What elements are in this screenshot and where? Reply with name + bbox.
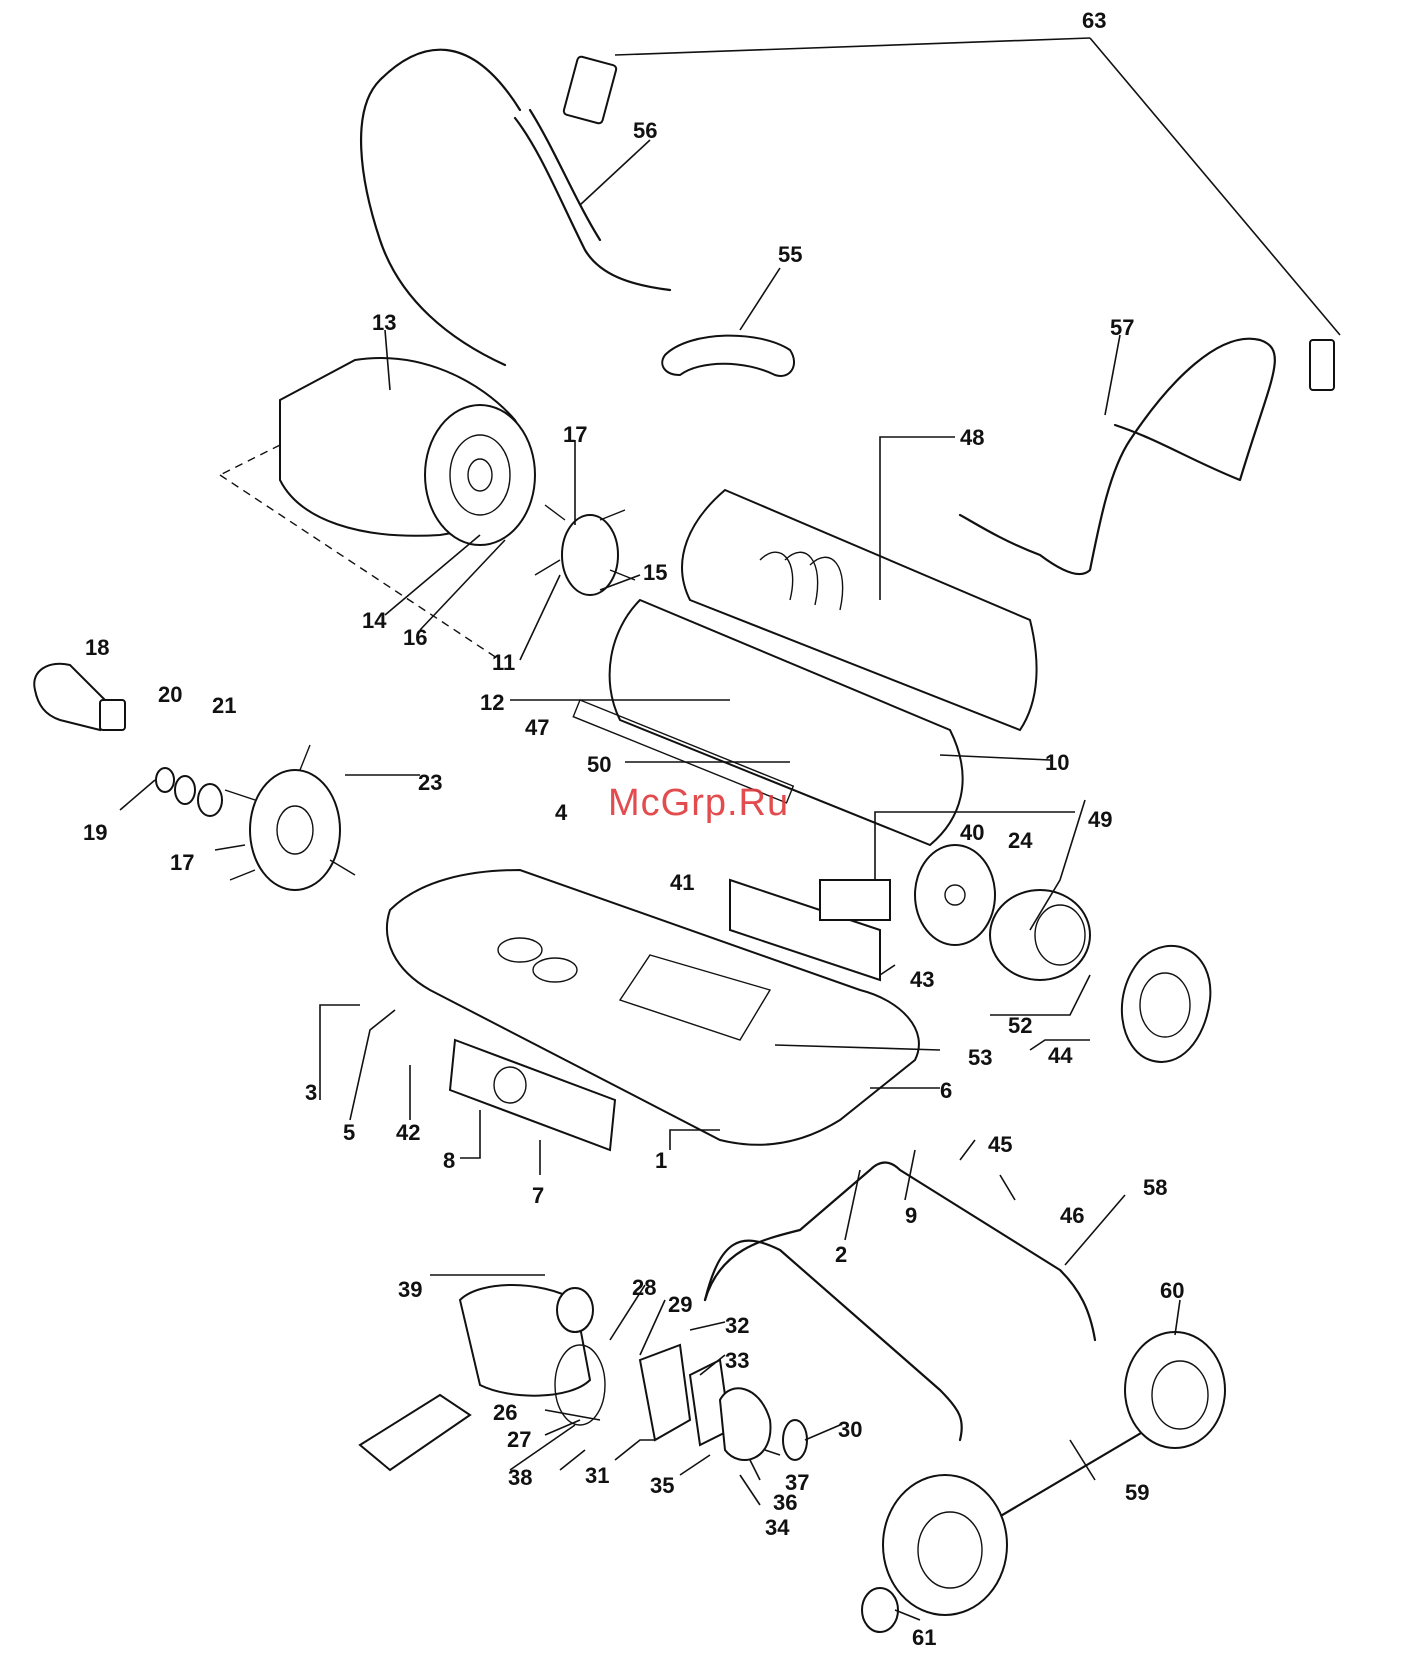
- callout-57: 57: [1110, 315, 1134, 340]
- callout-34: 34: [765, 1515, 790, 1540]
- fan-guard-44: [1122, 946, 1210, 1062]
- callout-6: 6: [940, 1078, 952, 1103]
- callout-2: 2: [835, 1242, 847, 1267]
- callout-16: 16: [403, 625, 427, 650]
- callout-5: 5: [343, 1120, 355, 1145]
- callout-14: 14: [362, 608, 387, 633]
- callout-59: 59: [1125, 1480, 1149, 1505]
- callout-26: 26: [493, 1400, 517, 1425]
- callout-4: 4: [555, 800, 568, 825]
- hubcap-61: [862, 1588, 898, 1632]
- callout-labels: 1 2 3 4 5 6 7 8 9 10 11 12 13 14 15 16 1…: [83, 8, 1184, 1650]
- callout-56: 56: [633, 118, 657, 143]
- callout-15: 15: [643, 560, 667, 585]
- callout-23: 23: [418, 770, 442, 795]
- callout-20: 20: [158, 682, 182, 707]
- callout-35: 35: [650, 1473, 674, 1498]
- base-frame-58: [705, 1163, 1095, 1441]
- fan-40: [915, 845, 995, 945]
- callout-28: 28: [632, 1275, 656, 1300]
- callout-31: 31: [585, 1463, 609, 1488]
- wheel-60: [1125, 1332, 1225, 1448]
- wheel-lower: [883, 1475, 1007, 1615]
- callout-8: 8: [443, 1148, 455, 1173]
- callout-58: 58: [1143, 1175, 1167, 1200]
- callout-19: 19: [83, 820, 107, 845]
- callout-37: 37: [785, 1470, 809, 1495]
- watermark-text: McGrp.Ru: [608, 782, 789, 825]
- callout-9: 9: [905, 1203, 917, 1228]
- motor-24: [990, 890, 1090, 980]
- callout-42: 42: [396, 1120, 420, 1145]
- callout-30: 30: [838, 1417, 862, 1442]
- callout-44: 44: [1048, 1043, 1073, 1068]
- callout-32: 32: [725, 1313, 749, 1338]
- callout-17-upper: 17: [563, 422, 587, 447]
- pump-bracket: [360, 1395, 470, 1470]
- callout-18: 18: [85, 635, 109, 660]
- callout-11: 11: [492, 650, 515, 675]
- callout-52: 52: [1008, 1013, 1032, 1038]
- callout-49: 49: [1088, 807, 1112, 832]
- pump-plates-28-33: [640, 1345, 807, 1460]
- callout-13: 13: [372, 310, 396, 335]
- callout-47: 47: [525, 715, 549, 740]
- callout-7: 7: [532, 1183, 544, 1208]
- callout-3: 3: [305, 1080, 317, 1105]
- callout-53: 53: [968, 1045, 992, 1070]
- pump-motor-39: [460, 1285, 605, 1425]
- callout-46: 46: [1060, 1203, 1084, 1228]
- callout-61: 61: [912, 1625, 936, 1650]
- rear-handle-57: [960, 339, 1275, 574]
- callout-33: 33: [725, 1348, 749, 1373]
- callout-41: 41: [670, 870, 694, 895]
- callout-55: 55: [778, 242, 802, 267]
- callout-39: 39: [398, 1277, 422, 1302]
- front-handle-56: [361, 50, 670, 365]
- callout-21: 21: [212, 693, 236, 718]
- fan-17-upper: [535, 505, 635, 595]
- nozzle-18: [34, 664, 125, 730]
- callout-17-lower: 17: [170, 850, 194, 875]
- callout-27: 27: [507, 1427, 531, 1452]
- callout-50: 50: [587, 752, 611, 777]
- callout-40: 40: [960, 820, 984, 845]
- fan-17-lower: [225, 745, 355, 890]
- callout-24: 24: [1008, 828, 1033, 853]
- control-box-49: [820, 880, 890, 920]
- callout-43: 43: [910, 967, 934, 992]
- callout-29: 29: [668, 1292, 692, 1317]
- callout-63: 63: [1082, 8, 1106, 33]
- callout-60: 60: [1160, 1278, 1184, 1303]
- handle-grip-55: [662, 336, 794, 376]
- callout-38: 38: [508, 1465, 532, 1490]
- rings-19-20-21: [156, 768, 222, 816]
- callout-10: 10: [1045, 750, 1069, 775]
- callout-48: 48: [960, 425, 984, 450]
- callout-12: 12: [480, 690, 504, 715]
- callout-1: 1: [655, 1148, 667, 1173]
- handle-bracket-63: [563, 56, 1334, 390]
- callout-45: 45: [988, 1132, 1012, 1157]
